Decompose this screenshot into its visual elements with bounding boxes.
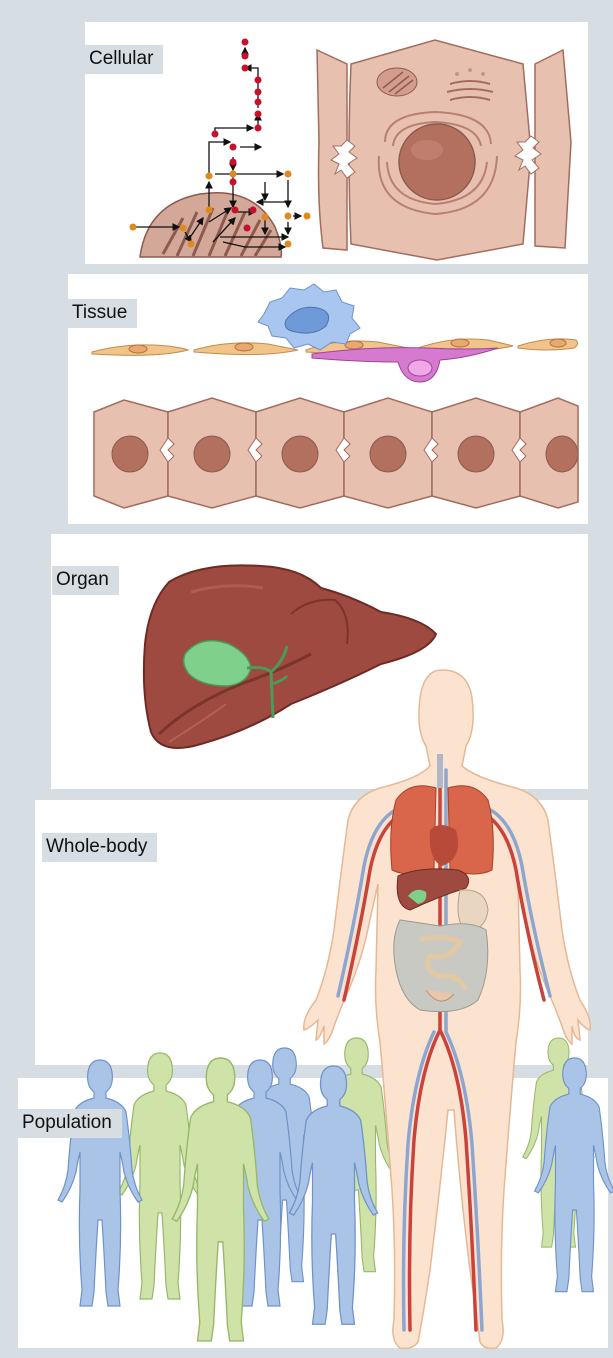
tissue-illustration <box>68 274 588 524</box>
tissue-label: Tissue <box>68 299 137 328</box>
lungs <box>391 786 436 874</box>
organ-label: Organ <box>52 566 119 595</box>
pericyte-cell <box>312 348 498 382</box>
cellular-label: Cellular <box>85 45 163 74</box>
whole-body-figure <box>290 670 600 1354</box>
person-figure-blue <box>58 1060 142 1306</box>
population-label: Population <box>18 1109 122 1138</box>
whole-body-label: Whole-body <box>42 833 157 862</box>
cell-block <box>317 40 571 260</box>
